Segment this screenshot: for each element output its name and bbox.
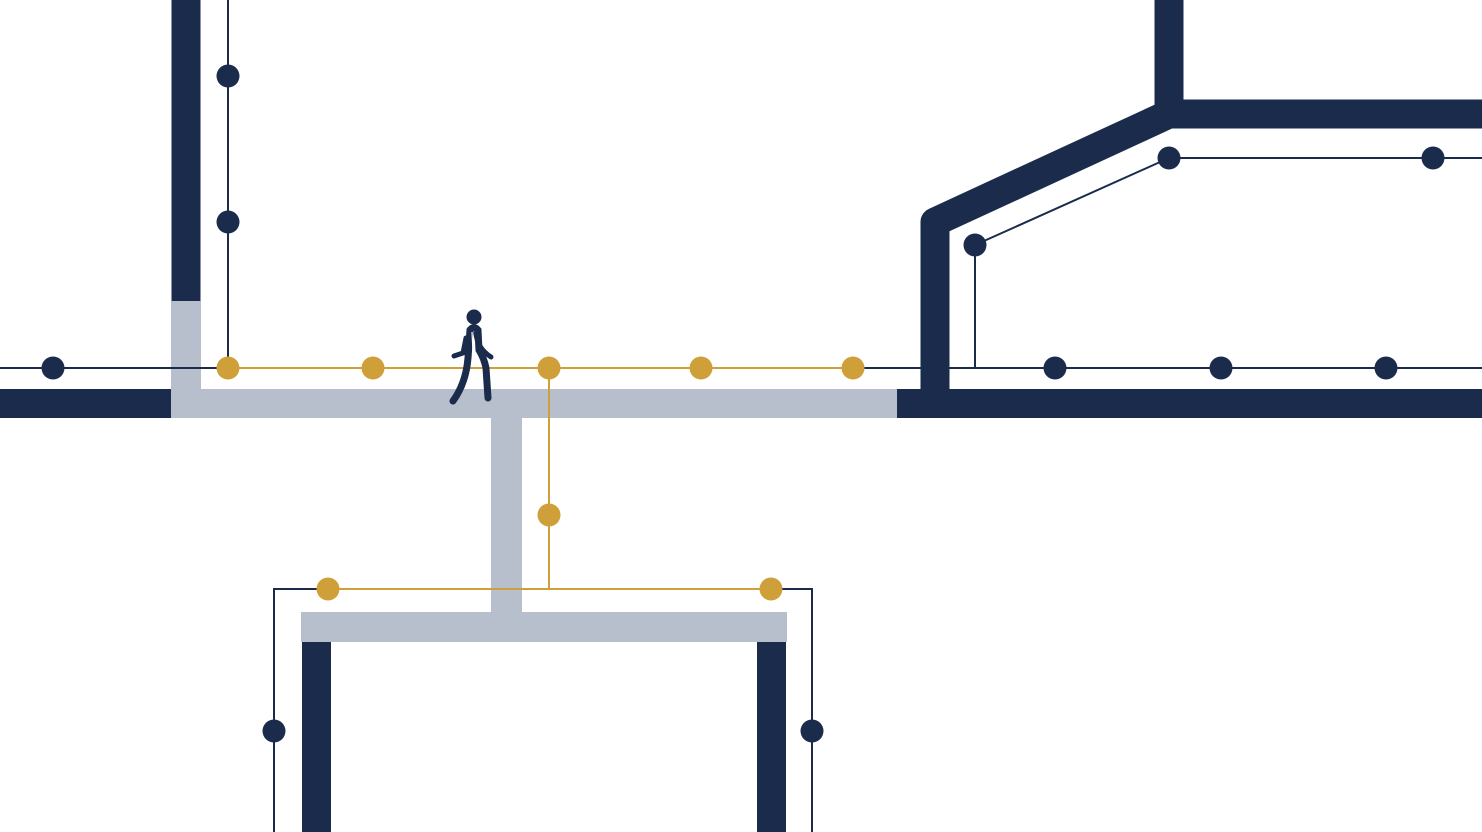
highlighted-stop-node — [316, 577, 340, 601]
route-line — [273, 588, 328, 832]
highlighted-stop-node — [689, 356, 713, 380]
corridor-main-horizontal — [171, 389, 897, 418]
route-line — [771, 588, 813, 832]
stop-node — [216, 64, 240, 88]
highlighted-stop-node — [216, 356, 240, 380]
stops — [41, 64, 1445, 743]
pedestrian-walking-icon — [449, 309, 494, 405]
walker-leg — [449, 326, 474, 405]
highlighted-stops — [216, 356, 865, 601]
stop-node — [1157, 146, 1181, 170]
wall-right-angled — [920, 99, 1482, 405]
stop-node — [963, 233, 987, 257]
highlighted-stop-node — [537, 503, 561, 527]
highlighted-stop-node — [759, 577, 783, 601]
corridor-bottom-horizontal — [301, 612, 787, 642]
stop-node — [800, 719, 824, 743]
walker-arm — [473, 330, 494, 360]
route-line — [974, 157, 1482, 368]
stop-node — [262, 719, 286, 743]
walker-arm — [451, 335, 469, 359]
stop-node — [1209, 356, 1233, 380]
stop-node — [216, 210, 240, 234]
stop-node — [1043, 356, 1067, 380]
highlighted-stop-node — [361, 356, 385, 380]
stop-node — [1374, 356, 1398, 380]
walker-outline — [471, 331, 474, 353]
corridor — [171, 301, 897, 642]
highlighted-stop-node — [537, 356, 561, 380]
corridor-stem — [491, 417, 522, 613]
stop-node — [41, 356, 65, 380]
highlighted-stop-node — [841, 356, 865, 380]
walker-head — [466, 309, 482, 325]
stop-node — [1421, 146, 1445, 170]
